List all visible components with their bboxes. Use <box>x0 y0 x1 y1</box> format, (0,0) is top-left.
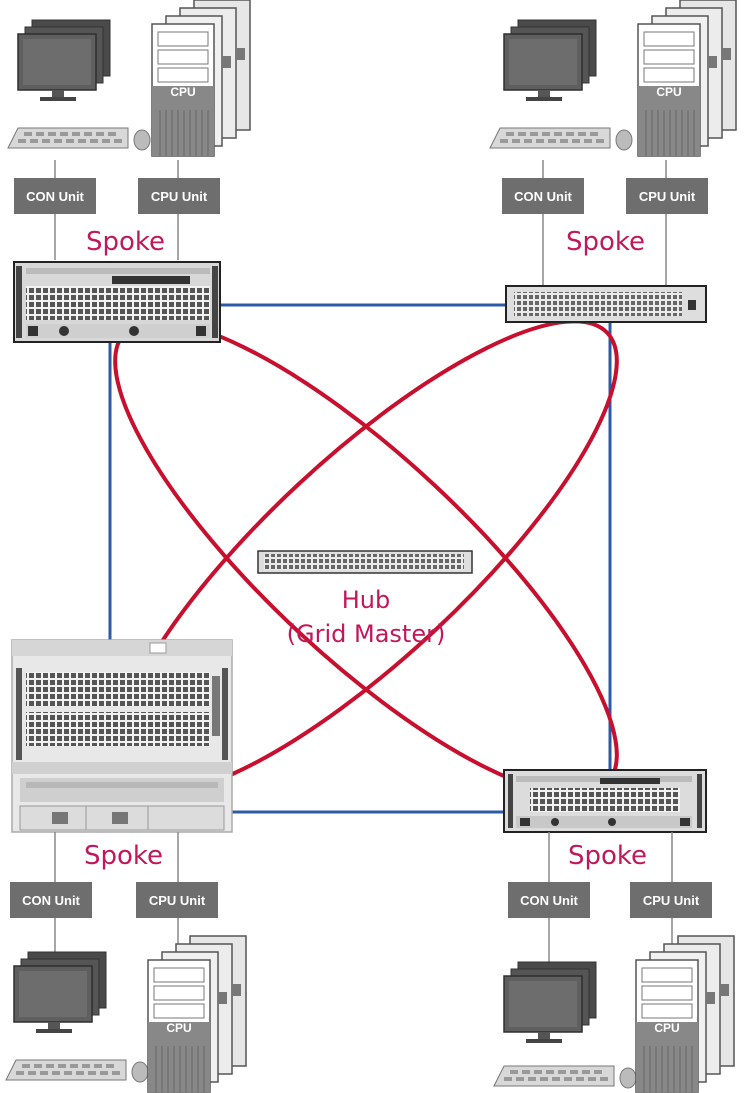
keyboard-mouse-icon <box>493 1065 637 1089</box>
spoke-top-right: CPU CON Unit CPU Unit Spoke <box>489 0 737 323</box>
spoke-label: Spoke <box>566 227 645 257</box>
con-unit-label: CON Unit <box>520 893 578 908</box>
keyboard-mouse-icon <box>7 127 151 151</box>
cpu-unit-label: CPU Unit <box>639 189 696 204</box>
hub-sublabel: (Grid Master) <box>287 620 446 648</box>
spoke-label: Spoke <box>568 841 647 871</box>
con-unit-label: CON Unit <box>26 189 84 204</box>
matrix-chassis-icon <box>11 639 233 833</box>
spoke-label: Spoke <box>84 841 163 871</box>
spoke-label: Spoke <box>86 227 165 257</box>
cpu-tower-stack-icon <box>635 935 735 1093</box>
switch-rack-icon <box>257 550 473 574</box>
con-unit-label: CON Unit <box>22 893 80 908</box>
cpu-text: CPU <box>656 85 681 99</box>
cpu-tower-stack-icon <box>637 0 737 157</box>
keyboard-mouse-icon <box>489 127 633 151</box>
spoke-bottom-right: Spoke CON Unit CPU Unit CPU <box>493 769 735 1093</box>
switch-rack-icon <box>505 285 707 323</box>
spoke-top-left: CPU CON Unit CPU Unit Spoke <box>7 0 251 343</box>
spoke-bottom-left: Spoke CON Unit CPU Unit CPU <box>5 639 247 1093</box>
con-unit-label: CON Unit <box>514 189 572 204</box>
cpu-unit-label: CPU Unit <box>151 189 208 204</box>
monitor-stack-icon <box>17 19 111 102</box>
hub-label: Hub <box>342 586 391 614</box>
switch-rack-icon <box>13 261 221 343</box>
cpu-text: CPU <box>170 85 195 99</box>
hub: Hub (Grid Master) <box>257 550 473 648</box>
keyboard-mouse-icon <box>5 1059 149 1083</box>
monitor-stack-icon <box>503 961 597 1044</box>
monitor-stack-icon <box>503 19 597 102</box>
cpu-text: CPU <box>654 1021 679 1035</box>
switch-rack-icon <box>503 769 707 833</box>
monitor-stack-icon <box>13 951 107 1034</box>
cpu-unit-label: CPU Unit <box>643 893 700 908</box>
cpu-tower-stack-icon <box>151 0 251 157</box>
cpu-tower-stack-icon <box>147 935 247 1093</box>
cpu-unit-label: CPU Unit <box>149 893 206 908</box>
cpu-text: CPU <box>166 1021 191 1035</box>
